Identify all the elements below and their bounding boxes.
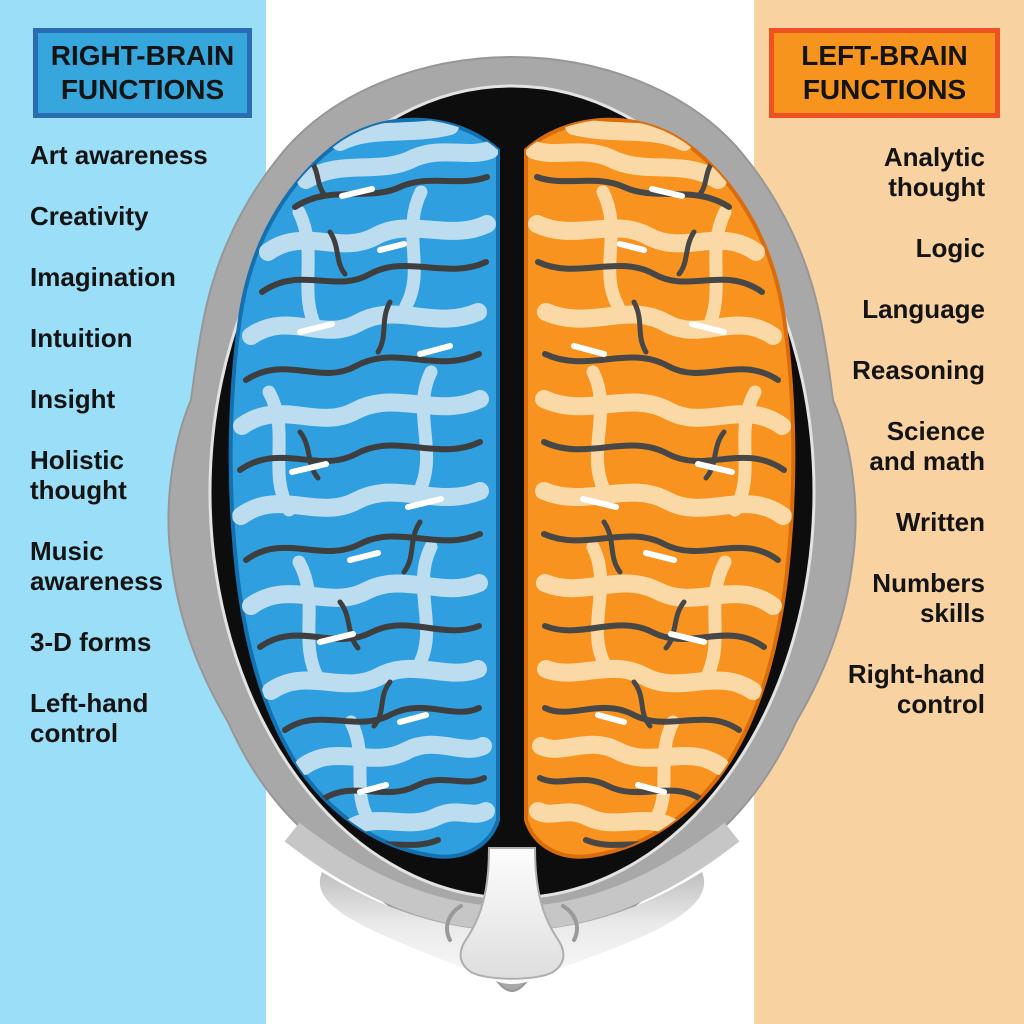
function-item: 3-D forms <box>30 627 152 657</box>
function-item: Right-hand control <box>847 659 985 719</box>
function-item: Insight <box>30 384 116 414</box>
function-item: Left-hand control <box>30 688 149 748</box>
function-item: Art awareness <box>30 140 208 170</box>
function-item: Numbers skills <box>872 568 985 628</box>
brow-band <box>284 822 740 931</box>
nostril-left-icon <box>445 904 463 942</box>
head-silhouette <box>167 55 857 993</box>
face <box>319 872 705 984</box>
function-item: Science and math <box>869 416 985 476</box>
skull-cavity <box>208 84 816 900</box>
function-item: Written <box>895 507 985 537</box>
function-item: Music awareness <box>30 536 163 596</box>
function-item: Reasoning <box>852 355 985 385</box>
function-item: Creativity <box>30 201 149 231</box>
function-item: Holistic thought <box>30 445 127 505</box>
left-brain-header: LEFT-BRAIN FUNCTIONS <box>769 28 1000 118</box>
function-item: Imagination <box>30 262 176 292</box>
function-item: Language <box>862 294 985 324</box>
nose <box>459 847 565 980</box>
function-item: Logic <box>915 233 985 263</box>
nostril-right-icon <box>561 904 579 942</box>
right-brain-header: RIGHT-BRAIN FUNCTIONS <box>33 28 252 118</box>
function-item: Intuition <box>30 323 133 353</box>
right-hemisphere-blue <box>228 117 500 859</box>
function-item: Analytic thought <box>883 142 985 202</box>
